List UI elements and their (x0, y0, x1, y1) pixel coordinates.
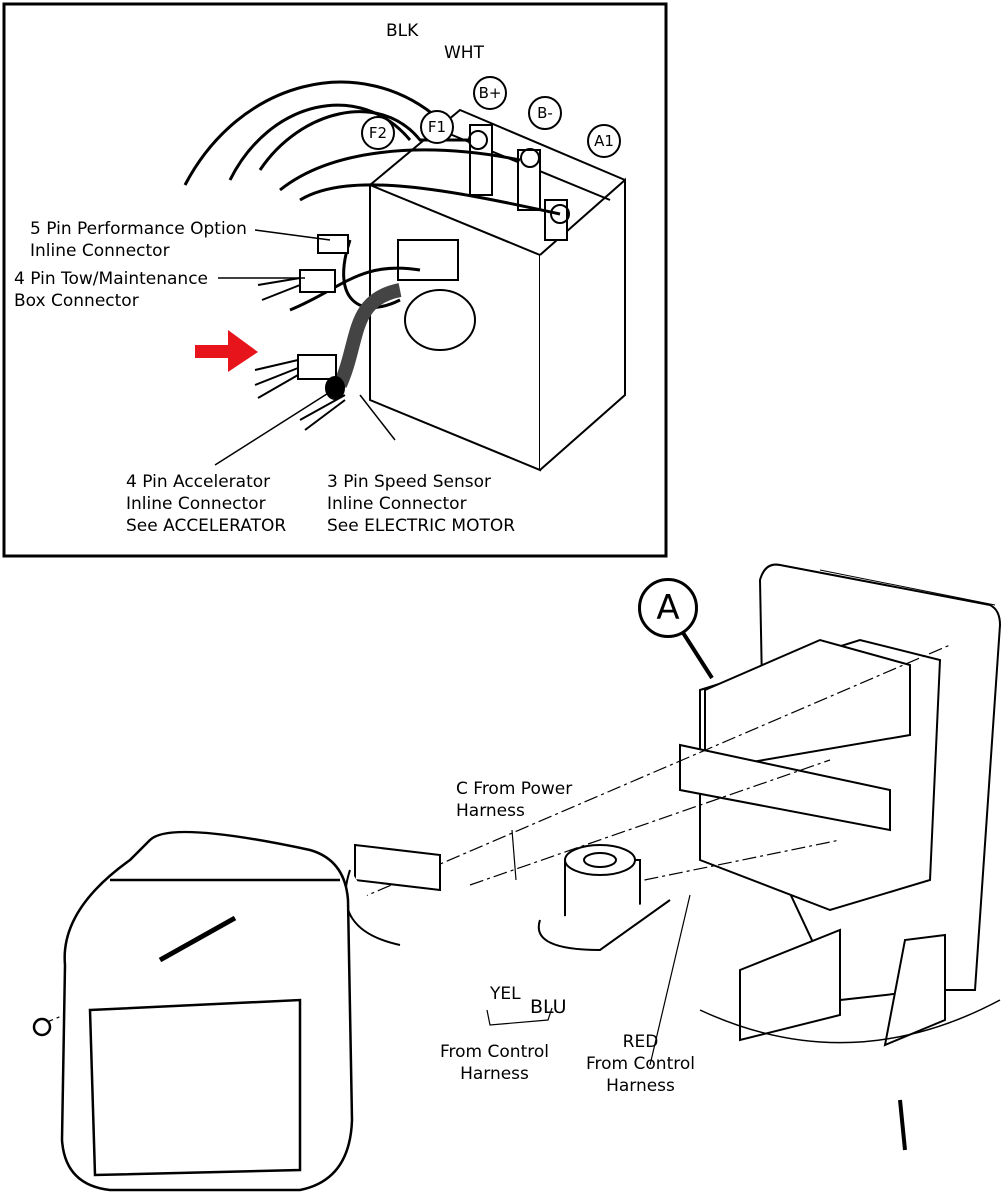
controller-plate (679, 563, 1002, 1151)
callout-line: Box Connector (14, 291, 139, 311)
connectors-inset (254, 234, 349, 431)
callout-tow-maintenance: 4 Pin Tow/Maintenance Box Connector (14, 268, 208, 312)
callout-line: See ELECTRIC MOTOR (327, 516, 516, 536)
callout-line: RED (622, 1032, 659, 1052)
terminal-b-plus: B+ (473, 76, 507, 110)
callout-line: 4 Pin Accelerator (126, 472, 271, 492)
leader-lines-main (486, 829, 691, 1066)
controller-box-inset (369, 108, 626, 472)
callout-line: 3 Pin Speed Sensor (327, 472, 491, 492)
wire-label-wht: WHT (444, 43, 484, 63)
callout-line: 5 Pin Performance Option (30, 219, 247, 239)
resistor-bracket (344, 843, 441, 946)
label-yel: YEL (490, 984, 521, 1004)
solenoid (537, 844, 671, 952)
controller-cover (32, 830, 354, 1192)
wire-label-blk: BLK (386, 21, 419, 41)
terminal-a1: A1 (587, 124, 621, 158)
callout-line: See ACCELERATOR (126, 516, 287, 536)
terminal-f1: F1 (420, 110, 454, 144)
label-from-control-left: From Control Harness (440, 1041, 549, 1085)
callout-line: From Control (440, 1042, 549, 1062)
callout-line: Harness (606, 1076, 675, 1096)
callout-performance-option: 5 Pin Performance Option Inline Connecto… (30, 218, 247, 262)
label-blu: BLU (530, 996, 567, 1018)
callout-line: Inline Connector (327, 494, 467, 514)
callout-a: A (638, 578, 698, 638)
callout-line: Harness (456, 801, 525, 821)
red-arrow (195, 330, 258, 372)
callout-line: C From Power (456, 779, 573, 799)
terminal-b-minus: B- (528, 96, 562, 130)
leader-lines-inset (214, 229, 396, 466)
label-red-from-control: RED From Control Harness (586, 1031, 695, 1097)
callout-speed-sensor: 3 Pin Speed Sensor Inline Connector See … (327, 471, 515, 537)
label-power-harness: C From Power Harness (456, 778, 572, 822)
callout-line: From Control (586, 1054, 695, 1074)
callout-a-leader (678, 626, 714, 680)
callout-line: 4 Pin Tow/Maintenance (14, 269, 209, 289)
callout-line: Inline Connector (126, 494, 266, 514)
inset-frame (2, 2, 668, 558)
callout-line: Inline Connector (30, 241, 170, 261)
callout-line: Harness (460, 1064, 529, 1084)
terminal-f2: F2 (361, 116, 395, 150)
callout-accelerator: 4 Pin Accelerator Inline Connector See A… (126, 471, 286, 537)
